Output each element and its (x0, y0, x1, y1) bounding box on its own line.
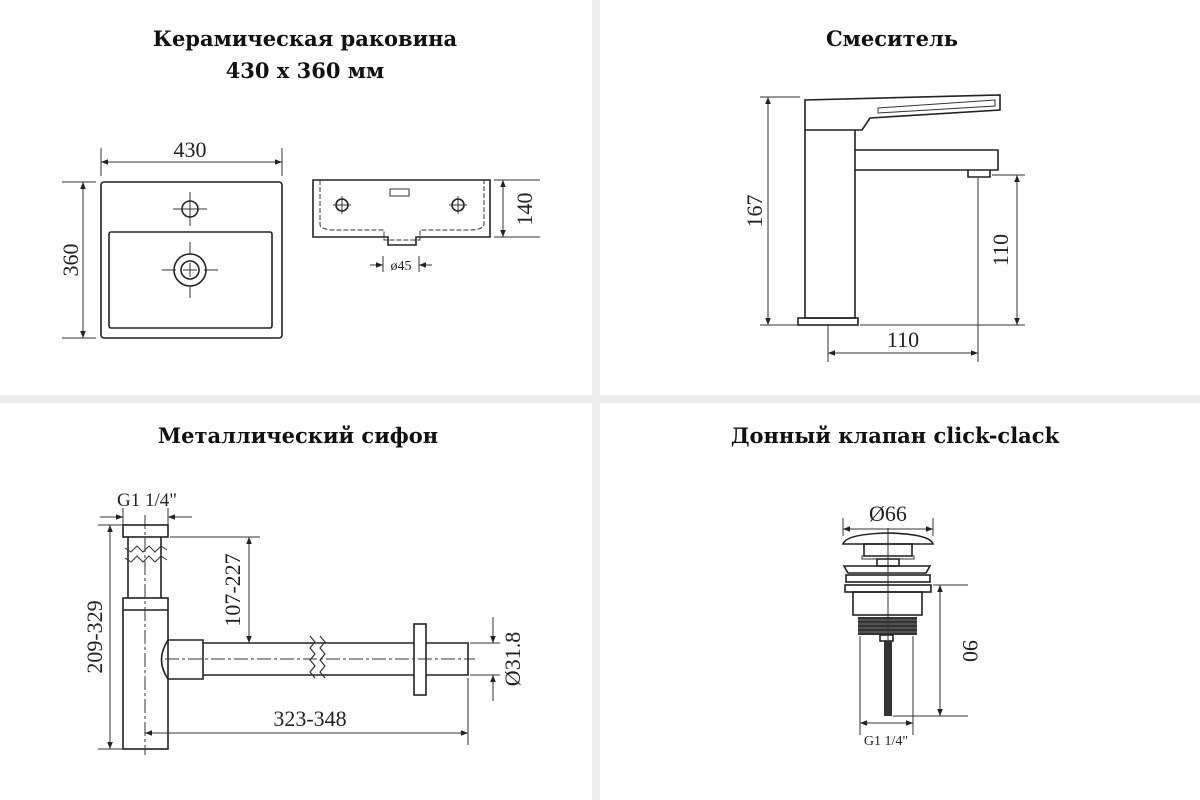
faucet-reach-label: 110 (887, 327, 919, 352)
sink-title-line2: 430 x 360 мм (226, 58, 385, 83)
siphon-inlet-label: 107-227 (220, 553, 245, 626)
sink-side-view (312, 179, 491, 246)
sink-top-view (100, 181, 283, 339)
siphon-title: Металлический сифон (158, 423, 438, 448)
valve-drawing: Донный клапан click-clack Ø66 90 G1 1/4" (731, 423, 1060, 749)
valve-thread-label: G1 1/4" (864, 734, 908, 749)
sink-height-label: 140 (512, 193, 537, 226)
sink-width-label: 430 (174, 137, 207, 162)
faucet-spout-height-label: 110 (988, 234, 1013, 266)
valve-height-label: 90 (958, 640, 983, 662)
faucet-title: Смеситель (826, 26, 958, 51)
valve-cap-diameter-label: Ø66 (869, 501, 907, 526)
sink-drawing: Керамическая раковина 430 x 360 мм 430 3… (58, 26, 540, 339)
drain-hole (162, 242, 218, 298)
siphon-height-label: 209-329 (82, 600, 107, 673)
siphon-drawing: Металлический сифон G1 1/4" 209-329 107-… (82, 423, 525, 755)
tap-hole (173, 192, 207, 226)
sink-drain-diameter-label: ø45 (391, 259, 412, 274)
panel-faucet (600, 0, 1200, 395)
panel-valve (600, 403, 1200, 800)
panel-sink (0, 0, 592, 395)
sink-depth-label: 360 (58, 244, 83, 277)
sink-title-line1: Керамическая раковина (153, 26, 458, 51)
faucet-drawing: Смеситель 167 110 110 (742, 26, 1025, 362)
siphon-length-label: 323-348 (273, 706, 346, 731)
siphon-outlet-label: Ø31.8 (500, 632, 525, 686)
siphon-thread-label: G1 1/4" (117, 490, 177, 511)
valve-title: Донный клапан click-clack (731, 423, 1060, 448)
faucet-height-label: 167 (742, 195, 767, 228)
